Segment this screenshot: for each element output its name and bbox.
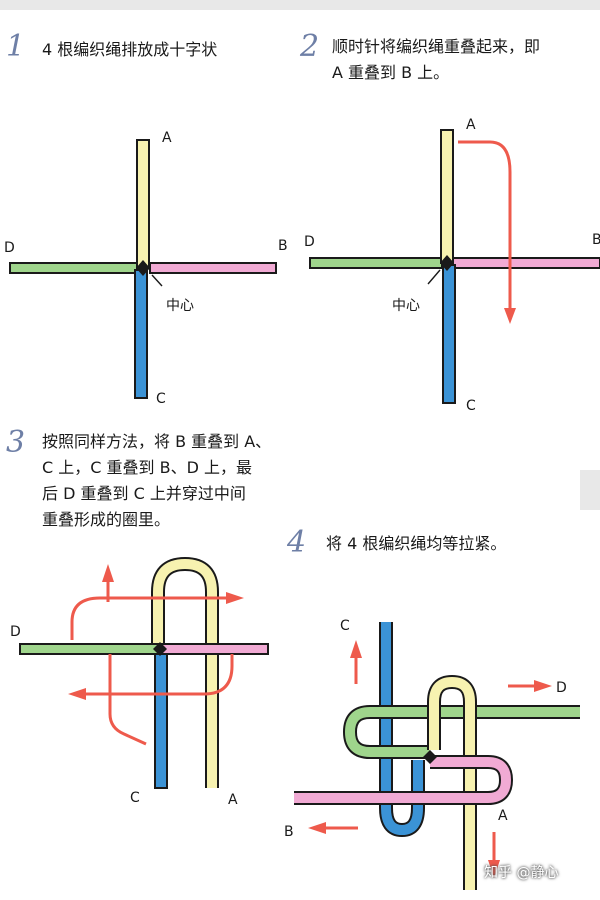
scan-edge-right bbox=[580, 470, 600, 510]
step-2-caption-line-1: 顺时针将编织绳重叠起来，即 bbox=[332, 37, 541, 56]
label-center: 中心 bbox=[166, 298, 194, 314]
cord-c-blue bbox=[442, 264, 456, 404]
center-knot bbox=[423, 750, 437, 764]
cord-d-green bbox=[9, 262, 141, 274]
label-a: A bbox=[498, 808, 508, 824]
cord-c-blue bbox=[134, 269, 148, 399]
fold-arrow-a-head bbox=[504, 308, 516, 324]
step-3-number: 3 bbox=[6, 425, 26, 460]
step-3-caption-line-4: 重叠形成的圈里。 bbox=[42, 510, 171, 529]
label-d: D bbox=[556, 680, 567, 696]
step-4-number: 4 bbox=[287, 525, 307, 560]
label-a: A bbox=[162, 130, 172, 146]
step-1-number: 1 bbox=[6, 29, 26, 64]
label-d: D bbox=[4, 240, 15, 256]
center-knot bbox=[153, 642, 167, 656]
label-a: A bbox=[466, 117, 476, 133]
step-2-diagram: A B C D 中心 bbox=[304, 117, 600, 412]
fold-arrow-a bbox=[458, 140, 512, 310]
cord-b-pink bbox=[149, 262, 277, 274]
center-knot bbox=[440, 255, 454, 271]
cord-a-yellow bbox=[440, 129, 454, 264]
step-1-caption: 4 根编织绳排放成十字状 bbox=[42, 40, 218, 59]
fold-arrow-down bbox=[108, 654, 147, 746]
step-3-caption-line-2: C 上，C 重叠到 B、D 上，最 bbox=[42, 458, 252, 477]
watermark: 知乎 @静心 bbox=[484, 865, 559, 881]
label-c: C bbox=[130, 790, 140, 806]
fold-arrow-up bbox=[70, 596, 228, 640]
label-c: C bbox=[156, 391, 166, 407]
fold-arrow-right-head bbox=[226, 592, 244, 604]
step-1-diagram: A B C D 中心 bbox=[4, 130, 288, 407]
center-pointer bbox=[151, 274, 163, 287]
step-3-caption-line-3: 后 D 重叠到 C 上并穿过中间 bbox=[42, 484, 246, 503]
cord-d-green bbox=[19, 643, 163, 655]
cord-a-yellow bbox=[136, 139, 150, 269]
fold-arrow-left-head bbox=[68, 688, 86, 700]
label-d: D bbox=[10, 624, 21, 640]
step-4-caption: 将 4 根编织绳均等拉紧。 bbox=[326, 534, 507, 553]
label-b: B bbox=[278, 238, 288, 254]
label-a: A bbox=[228, 792, 238, 808]
cord-c-blue bbox=[154, 653, 168, 789]
fold-arrow-up-head bbox=[102, 564, 114, 582]
step-4-diagram: C D B A bbox=[284, 618, 580, 890]
step-2-caption-line-2: A 重叠到 B 上。 bbox=[332, 63, 450, 82]
label-c: C bbox=[466, 398, 476, 412]
label-c: C bbox=[340, 618, 350, 634]
step-3-caption-line-1: 按照同样方法，将 B 重叠到 A、 bbox=[42, 432, 272, 451]
center-knot bbox=[136, 260, 150, 276]
label-center: 中心 bbox=[392, 298, 420, 314]
cord-b-pink bbox=[449, 257, 600, 269]
label-d: D bbox=[304, 234, 315, 250]
center-pointer bbox=[427, 269, 441, 285]
step-3-diagram: D C A bbox=[10, 557, 269, 808]
label-b: B bbox=[592, 232, 600, 248]
cord-b-pink bbox=[161, 643, 269, 655]
cord-d-green bbox=[309, 257, 443, 269]
step-2-number: 2 bbox=[300, 29, 320, 64]
scan-edge bbox=[0, 0, 600, 10]
label-b: B bbox=[284, 824, 294, 840]
fold-arrow-right bbox=[84, 654, 234, 696]
